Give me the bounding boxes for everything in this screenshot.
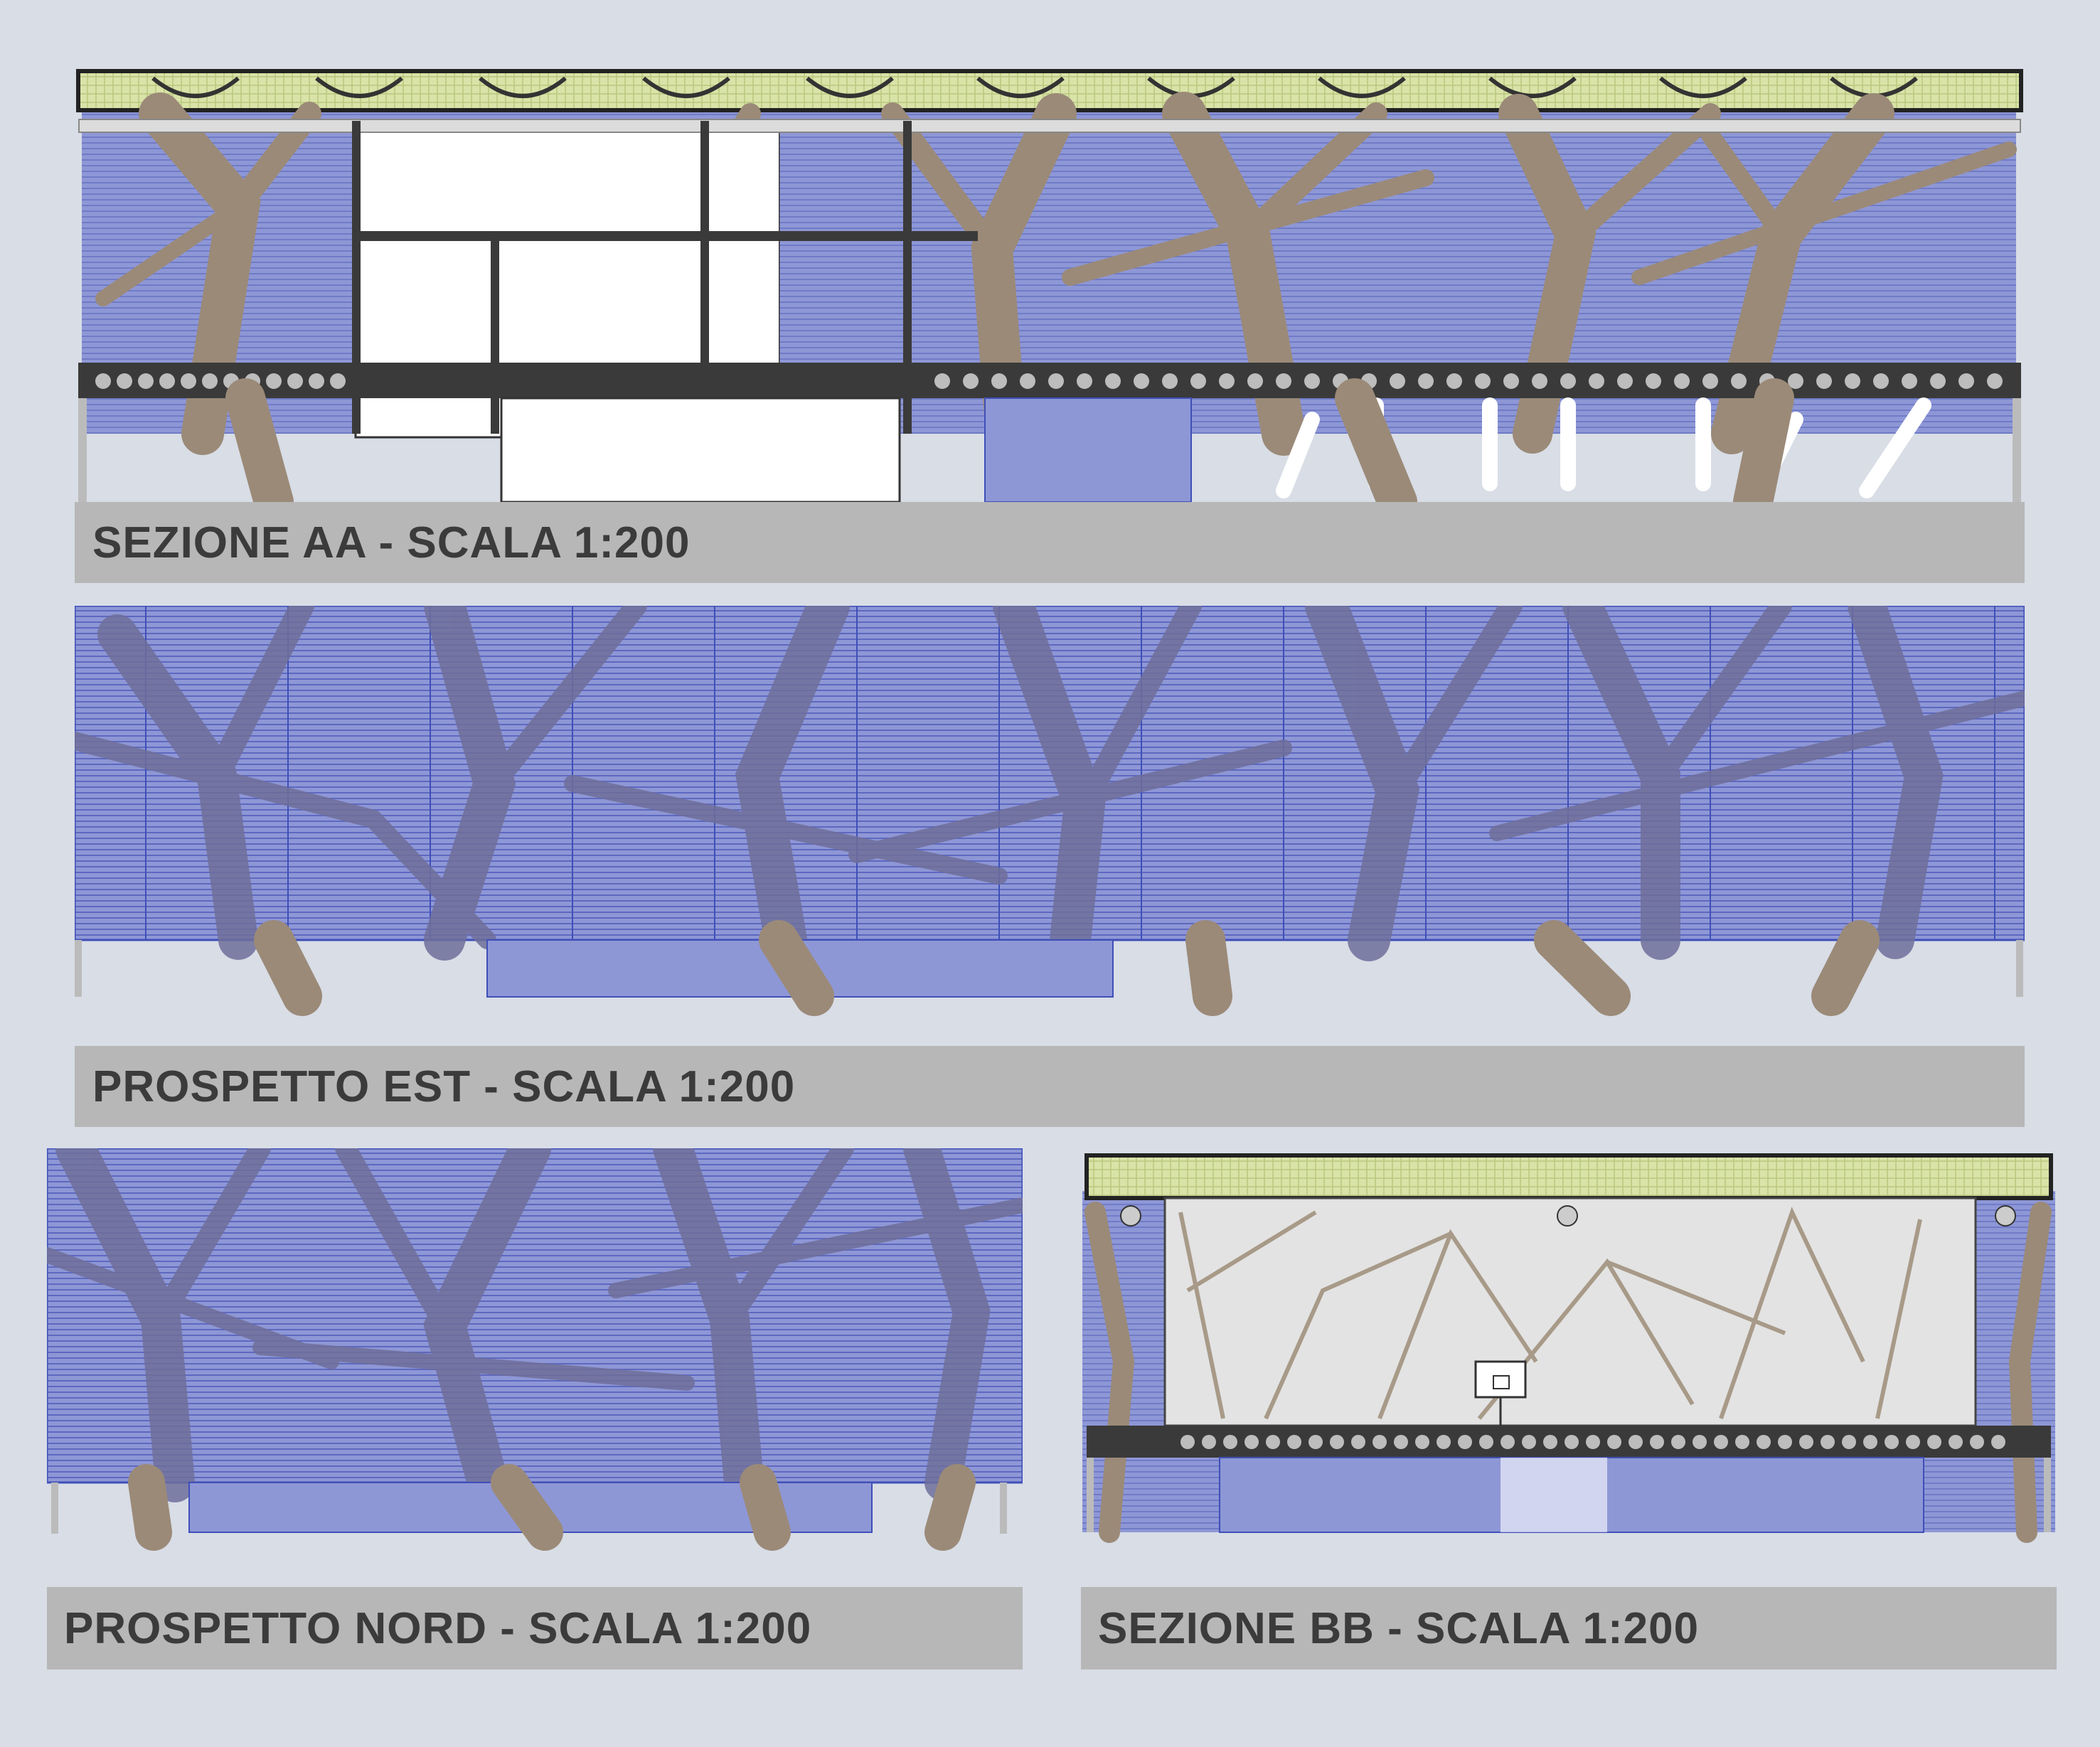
- north-elevation-svg: [47, 1148, 1023, 1551]
- tree-silhouettes: [47, 1148, 1023, 1503]
- section-aa-drawing: SEZIONE AA - SCALA 1:200: [75, 64, 2025, 583]
- basketball-hoop: [1474, 1360, 1527, 1399]
- north-elevation-drawing: PROSPETTO NORD - SCALA 1:200: [47, 1148, 1023, 1669]
- section-bb-caption-band: SEZIONE BB - SCALA 1:200: [1081, 1587, 2057, 1669]
- east-elevation-caption-band: PROSPETTO EST - SCALA 1:200: [75, 1046, 2025, 1127]
- section-aa-caption-band: SEZIONE AA - SCALA 1:200: [75, 502, 2025, 583]
- section-bb-svg: [1082, 1153, 2055, 1543]
- east-elevation-svg: [75, 606, 2025, 1016]
- east-elevation-drawing: PROSPETTO EST - SCALA 1:200: [75, 606, 2025, 1127]
- tree-silhouettes: [75, 606, 2025, 961]
- north-elevation-caption-band: PROSPETTO NORD - SCALA 1:200: [47, 1587, 1023, 1669]
- section-aa-svg: [76, 69, 2023, 502]
- green-roof: [1084, 1153, 2053, 1200]
- north-elevation-caption: PROSPETTO NORD - SCALA 1:200: [64, 1603, 812, 1653]
- section-bb-drawing: SEZIONE BB - SCALA 1:200: [1081, 1148, 2057, 1669]
- east-elevation-caption: PROSPETTO EST - SCALA 1:200: [92, 1062, 796, 1111]
- section-bb-caption: SEZIONE BB - SCALA 1:200: [1098, 1603, 1700, 1653]
- section-aa-caption: SEZIONE AA - SCALA 1:200: [92, 518, 691, 567]
